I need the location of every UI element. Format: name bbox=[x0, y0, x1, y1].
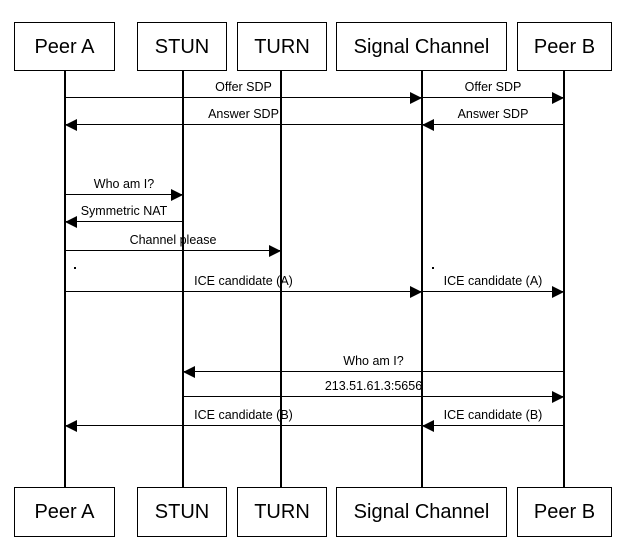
message-line-ice-b-to-signal bbox=[422, 425, 564, 426]
message-label-ice-signal-to-b: ICE candidate (A) bbox=[443, 274, 543, 288]
arrow-head-answer-sdp-b-to-signal bbox=[422, 118, 434, 131]
message-line-ice-signal-to-a bbox=[65, 425, 422, 426]
participant-label: STUN bbox=[154, 35, 210, 58]
lifeline-peer-b bbox=[563, 71, 565, 487]
arrow-head-ice-b-to-signal bbox=[422, 419, 434, 432]
participant-footer-peer-a[interactable]: Peer A bbox=[14, 487, 115, 537]
lifeline-turn bbox=[280, 71, 282, 487]
arrow-head-offer-sdp-a-to-signal bbox=[410, 91, 422, 104]
participant-footer-turn[interactable]: TURN bbox=[237, 487, 327, 537]
dot-signal-channel bbox=[432, 267, 434, 269]
participant-footer-signal-channel[interactable]: Signal Channel bbox=[336, 487, 507, 537]
arrow-head-who-am-i-a-to-stun bbox=[171, 188, 183, 201]
participant-label: STUN bbox=[154, 501, 210, 523]
participant-label: TURN bbox=[254, 501, 310, 523]
arrow-head-ice-signal-to-b bbox=[552, 285, 564, 298]
dot-peer-a bbox=[74, 267, 76, 269]
participant-footer-stun[interactable]: STUN bbox=[137, 487, 227, 537]
message-line-offer-sdp-a-to-signal bbox=[65, 97, 422, 98]
arrow-head-answer-sdp-signal-to-a bbox=[65, 118, 77, 131]
arrow-head-offer-sdp-signal-to-b bbox=[552, 91, 564, 104]
message-line-offer-sdp-signal-to-b bbox=[422, 97, 564, 98]
arrow-head-symmetric-nat bbox=[65, 215, 77, 228]
arrow-head-stun-reply-address bbox=[552, 390, 564, 403]
message-label-channel-please: Channel please bbox=[129, 233, 217, 247]
message-line-answer-sdp-signal-to-a bbox=[65, 124, 422, 125]
message-line-symmetric-nat bbox=[65, 221, 183, 222]
message-label-ice-a-to-signal: ICE candidate (A) bbox=[194, 274, 293, 288]
message-label-offer-sdp-signal-to-b: Offer SDP bbox=[464, 80, 522, 94]
message-line-who-am-i-a-to-stun bbox=[65, 194, 183, 195]
message-label-symmetric-nat: Symmetric NAT bbox=[80, 204, 168, 218]
message-label-who-am-i-b-to-stun: Who am I? bbox=[343, 354, 404, 368]
lifeline-signal-channel bbox=[421, 71, 423, 487]
message-label-answer-sdp-b-to-signal: Answer SDP bbox=[457, 107, 529, 121]
participant-label: Peer A bbox=[34, 501, 95, 523]
message-line-who-am-i-b-to-stun bbox=[183, 371, 564, 372]
participant-header-turn[interactable]: TURN bbox=[237, 22, 327, 71]
arrow-head-ice-signal-to-a bbox=[65, 419, 77, 432]
participant-label: Peer B bbox=[533, 35, 596, 58]
participant-footer-peer-b[interactable]: Peer B bbox=[517, 487, 612, 537]
message-label-who-am-i-a-to-stun: Who am I? bbox=[93, 177, 155, 191]
participant-header-peer-a[interactable]: Peer A bbox=[14, 22, 115, 71]
arrow-head-ice-a-to-signal bbox=[410, 285, 422, 298]
participant-label: Peer A bbox=[34, 35, 95, 58]
participant-label: Signal Channel bbox=[353, 501, 490, 523]
message-line-answer-sdp-b-to-signal bbox=[422, 124, 564, 125]
arrow-head-channel-please bbox=[269, 244, 281, 257]
message-label-stun-reply-address: 213.51.61.3:5656 bbox=[324, 379, 423, 393]
message-line-channel-please bbox=[65, 250, 281, 251]
message-line-ice-signal-to-b bbox=[422, 291, 564, 292]
message-line-ice-a-to-signal bbox=[65, 291, 422, 292]
message-label-ice-b-to-signal: ICE candidate (B) bbox=[443, 408, 543, 422]
participant-header-peer-b[interactable]: Peer B bbox=[517, 22, 612, 71]
participant-label: TURN bbox=[254, 35, 310, 58]
message-line-stun-reply-address bbox=[183, 396, 564, 397]
participant-label: Peer B bbox=[533, 501, 596, 523]
participant-header-signal-channel[interactable]: Signal Channel bbox=[336, 22, 507, 71]
participant-header-stun[interactable]: STUN bbox=[137, 22, 227, 71]
message-label-answer-sdp-signal-to-a: Answer SDP bbox=[208, 107, 279, 121]
lifeline-peer-a bbox=[64, 71, 66, 487]
participant-label: Signal Channel bbox=[353, 35, 490, 58]
arrow-head-who-am-i-b-to-stun bbox=[183, 365, 195, 378]
message-label-offer-sdp-a-to-signal: Offer SDP bbox=[215, 80, 272, 94]
lifeline-stun bbox=[182, 71, 184, 487]
message-label-ice-signal-to-a: ICE candidate (B) bbox=[194, 408, 293, 422]
